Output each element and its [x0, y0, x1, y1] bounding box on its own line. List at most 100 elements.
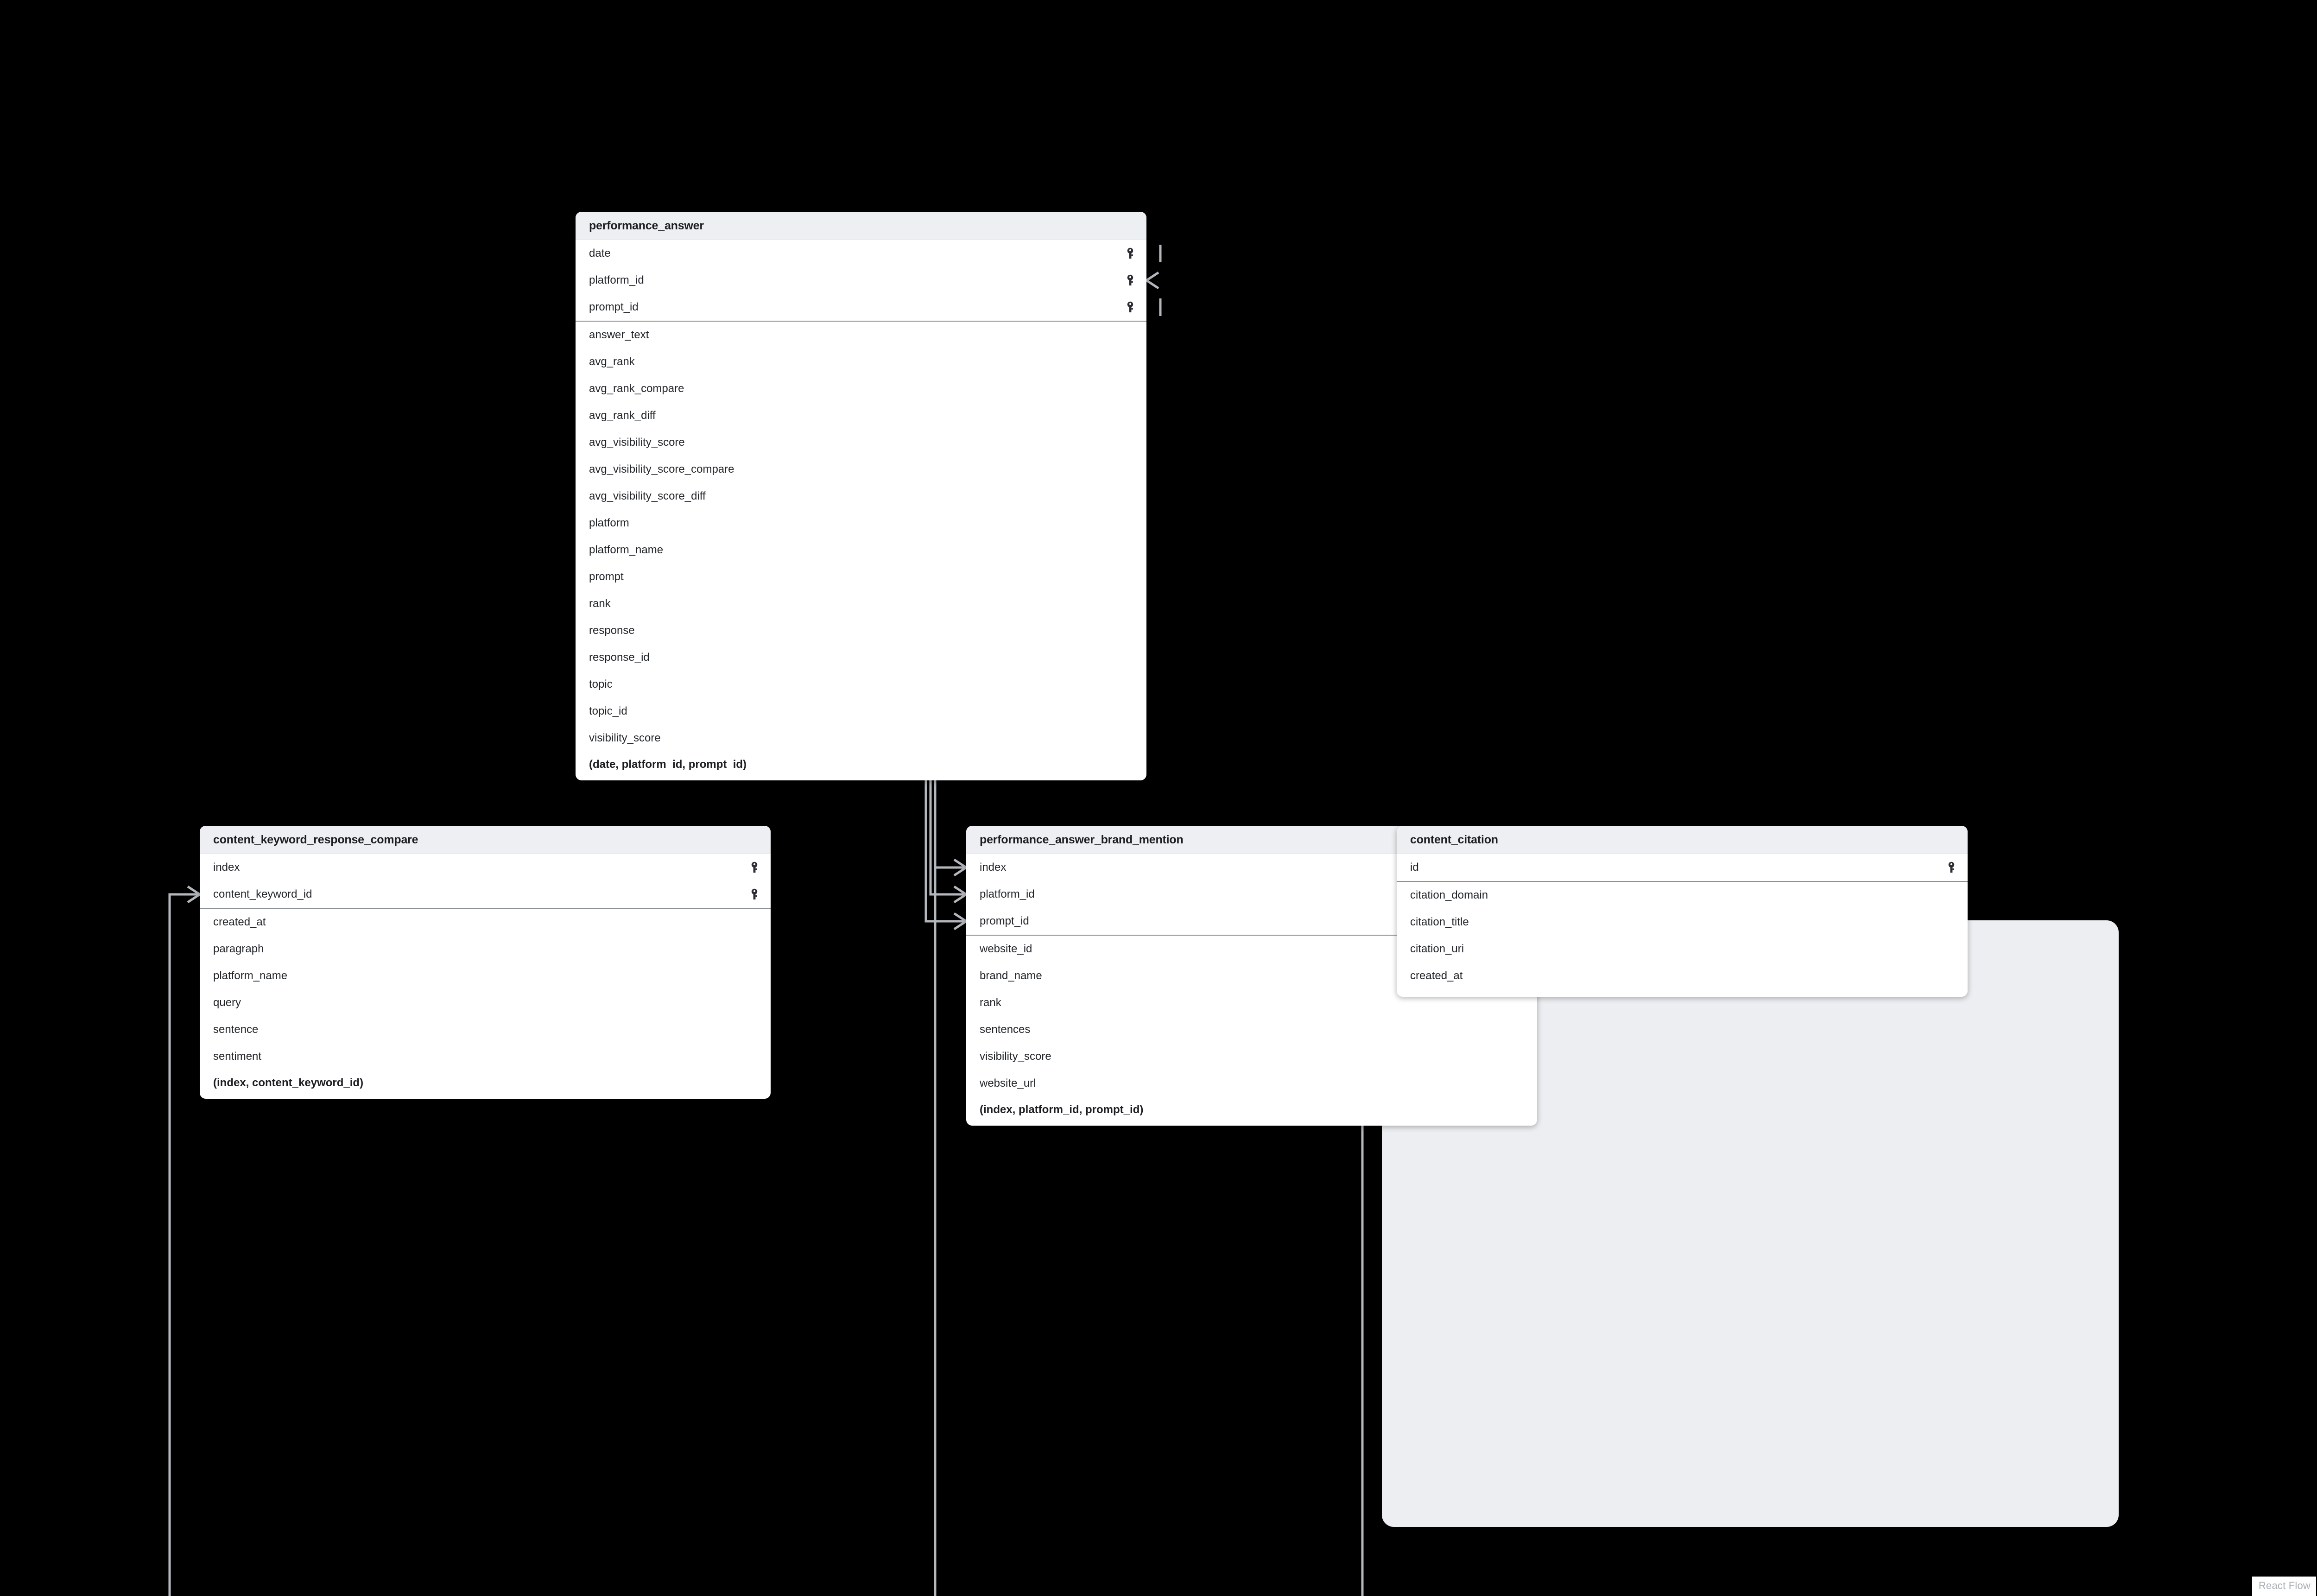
column-name: paragraph: [213, 943, 264, 955]
table-footer-key: (index, platform_id, prompt_id): [980, 1103, 1144, 1116]
column-name: website_id: [980, 943, 1032, 955]
column-row[interactable]: avg_visibility_score_diff: [576, 483, 1146, 510]
column-row[interactable]: website_url: [966, 1070, 1537, 1097]
column-row[interactable]: platform_name: [200, 963, 771, 989]
column-row[interactable]: topic_id: [576, 698, 1146, 725]
no-icon: [748, 969, 760, 983]
column-row[interactable]: answer_text: [576, 322, 1146, 348]
column-row[interactable]: citation_domain: [1397, 882, 1968, 909]
no-icon: [748, 1050, 760, 1064]
column-row[interactable]: citation_title: [1397, 909, 1968, 936]
table-footer-key: (date, platform_id, prompt_id): [589, 758, 747, 771]
no-icon: [1124, 543, 1136, 557]
column-row[interactable]: avg_rank_diff: [576, 402, 1146, 429]
no-icon: [748, 996, 760, 1010]
no-icon: [1945, 915, 1957, 929]
column-row[interactable]: topic: [576, 671, 1146, 698]
no-icon: [1124, 678, 1136, 691]
column-name: answer_text: [589, 329, 649, 341]
column-name: platform_name: [213, 969, 288, 982]
table-title-performance_answer: performance_answer: [576, 212, 1146, 240]
column-name: avg_visibility_score_compare: [589, 463, 734, 475]
column-name: query: [213, 996, 241, 1009]
column-name: prompt_id: [589, 301, 639, 313]
column-row[interactable]: created_at: [200, 909, 771, 936]
column-row[interactable]: prompt_id: [576, 294, 1146, 321]
column-row[interactable]: sentence: [200, 1016, 771, 1043]
no-icon: [1515, 1023, 1527, 1037]
column-name: response: [589, 624, 635, 637]
column-row[interactable]: date: [576, 240, 1146, 267]
column-row[interactable]: created_at: [1397, 963, 1968, 989]
edge-segment: [187, 893, 201, 904]
column-name: created_at: [1410, 969, 1463, 982]
column-row[interactable]: response_id: [576, 644, 1146, 671]
column-row[interactable]: response: [576, 617, 1146, 644]
column-name: id: [1410, 861, 1419, 874]
column-row[interactable]: platform_id: [576, 267, 1146, 294]
column-name: rank: [980, 996, 1001, 1009]
column-name: visibility_score: [589, 732, 661, 744]
edge-segment: [953, 858, 967, 869]
column-name: citation_title: [1410, 916, 1469, 928]
column-name: index: [980, 861, 1007, 874]
no-icon: [1124, 624, 1136, 638]
column-row[interactable]: citation_uri: [1397, 936, 1968, 963]
column-name: website_url: [980, 1077, 1036, 1089]
no-icon: [1124, 489, 1136, 503]
edge-segment: [953, 885, 967, 896]
table-title-content_keyword_response_compare: content_keyword_response_compare: [200, 826, 771, 854]
column-row[interactable]: avg_visibility_score: [576, 429, 1146, 456]
column-name: prompt: [589, 570, 624, 583]
no-icon: [1515, 996, 1527, 1010]
column-row[interactable]: id: [1397, 854, 1968, 881]
column-name: created_at: [213, 916, 266, 928]
column-block: citation_domain citation_title citation_ur…: [1397, 882, 1968, 989]
column-row[interactable]: platform: [576, 510, 1146, 537]
column-name: rank: [589, 597, 611, 610]
column-row[interactable]: sentences: [966, 1016, 1537, 1043]
column-row[interactable]: rank: [576, 590, 1146, 617]
no-icon: [1945, 888, 1957, 902]
no-icon: [1124, 462, 1136, 476]
column-row[interactable]: avg_visibility_score_compare: [576, 456, 1146, 483]
column-name: response_id: [589, 651, 650, 664]
column-row[interactable]: query: [200, 989, 771, 1016]
column-name: avg_rank: [589, 355, 635, 368]
column-row[interactable]: prompt: [576, 564, 1146, 590]
column-row[interactable]: paragraph: [200, 936, 771, 963]
no-icon: [1515, 1050, 1527, 1064]
edge-segment: [953, 912, 967, 923]
column-name: avg_rank_diff: [589, 409, 656, 422]
column-row[interactable]: index: [200, 854, 771, 881]
column-name: sentences: [980, 1023, 1031, 1036]
column-row[interactable]: avg_rank_compare: [576, 375, 1146, 402]
no-icon: [1515, 1077, 1527, 1090]
column-row[interactable]: visibility_score: [576, 725, 1146, 752]
column-row[interactable]: visibility_score: [966, 1043, 1537, 1070]
column-name: avg_rank_compare: [589, 382, 684, 395]
primary-key-block: index content_keyword_id: [200, 854, 771, 909]
edge-segment: [187, 885, 201, 896]
no-icon: [1945, 942, 1957, 956]
column-row[interactable]: sentiment: [200, 1043, 771, 1070]
no-icon: [1124, 328, 1136, 342]
edge-segment: [953, 866, 967, 877]
column-row[interactable]: avg_rank: [576, 348, 1146, 375]
column-name: platform_id: [980, 888, 1035, 900]
no-icon: [748, 1023, 760, 1037]
column-name: index: [213, 861, 240, 874]
column-name: platform: [589, 517, 629, 529]
column-name: avg_visibility_score_diff: [589, 490, 706, 502]
no-icon: [1124, 651, 1136, 665]
no-icon: [748, 942, 760, 956]
no-icon: [1124, 731, 1136, 745]
key-filled-icon: [748, 887, 760, 901]
column-row[interactable]: platform_name: [576, 537, 1146, 564]
column-row[interactable]: content_keyword_id: [200, 881, 771, 908]
